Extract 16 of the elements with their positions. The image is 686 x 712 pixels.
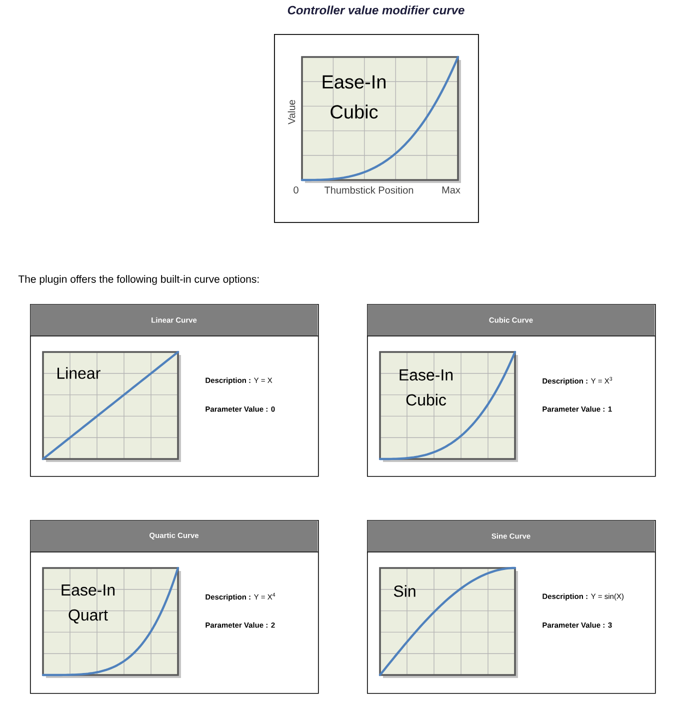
curve-graph (42, 350, 181, 462)
graph-label: Ease-In Cubic (400, 369, 453, 406)
axis-label: Thumbstick Position (324, 186, 414, 194)
curve-graph (378, 566, 518, 678)
curve-graph (300, 56, 461, 183)
curve-graph (42, 566, 181, 678)
graph-label: Ease-In Cubic (322, 75, 386, 119)
curve-graph (378, 350, 518, 462)
axis-label: 0 (294, 186, 298, 194)
graph-label: Ease-In Quart (62, 584, 115, 624)
axis-label: Max (442, 186, 460, 194)
graph-label: Linear (58, 367, 100, 379)
graph-label: Sin (394, 585, 416, 597)
axis-label: Value (288, 100, 296, 124)
title: Controller value modifier curve (288, 6, 464, 14)
intro-text: The plugin offers the following built-in curve options: (18, 275, 259, 285)
